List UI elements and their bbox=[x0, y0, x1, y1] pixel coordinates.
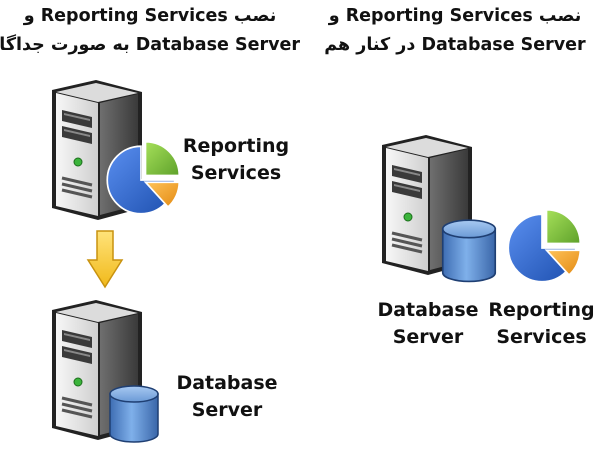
reporting-services-label-line1: Reporting bbox=[182, 135, 290, 157]
reporting-services-label-line1: Reporting bbox=[488, 299, 595, 321]
database-icon bbox=[441, 219, 497, 283]
database-server-label-line1: Database bbox=[176, 372, 278, 394]
pie-chart-icon bbox=[507, 208, 582, 283]
left-heading-line2: Database Server به صورت جداگانه bbox=[0, 35, 300, 55]
right-heading-line1: نصب Reporting Services و bbox=[328, 6, 582, 26]
database-server-label-line2: Server bbox=[191, 399, 263, 421]
database-icon bbox=[109, 385, 159, 443]
database-server-label: Database Server bbox=[167, 370, 287, 424]
reporting-services-label-line2: Services bbox=[496, 326, 587, 348]
left-heading: نصب Reporting Services و Database Server… bbox=[0, 2, 300, 60]
reporting-services-label-line2: Services bbox=[190, 162, 282, 184]
reporting-services-label: Reporting Services bbox=[483, 297, 600, 351]
down-arrow-icon bbox=[86, 230, 124, 289]
pie-chart-icon bbox=[106, 140, 181, 215]
database-server-label-line2: Server bbox=[392, 326, 464, 348]
right-heading-line2: Database Server در کنار هم bbox=[324, 35, 586, 55]
left-heading-line1: نصب Reporting Services و bbox=[23, 6, 277, 26]
database-server-label-line1: Database bbox=[377, 299, 479, 321]
right-heading: نصب Reporting Services و Database Server… bbox=[310, 2, 600, 60]
reporting-services-label: Reporting Services bbox=[176, 133, 296, 187]
database-server-label: Database Server bbox=[370, 297, 486, 351]
